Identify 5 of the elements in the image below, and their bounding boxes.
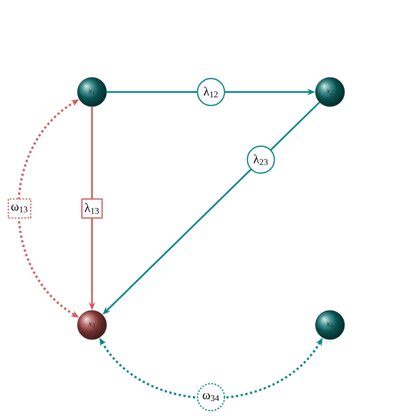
edge-label: ω$_{34}$ <box>196 383 226 412</box>
edge-label: λ$_{12}$ <box>196 78 226 106</box>
edge-label: λ$_{13}$ <box>81 198 103 219</box>
edge-label: ω$_{13}$ <box>8 198 32 219</box>
edge-label: λ$_{23}$ <box>246 146 275 174</box>
